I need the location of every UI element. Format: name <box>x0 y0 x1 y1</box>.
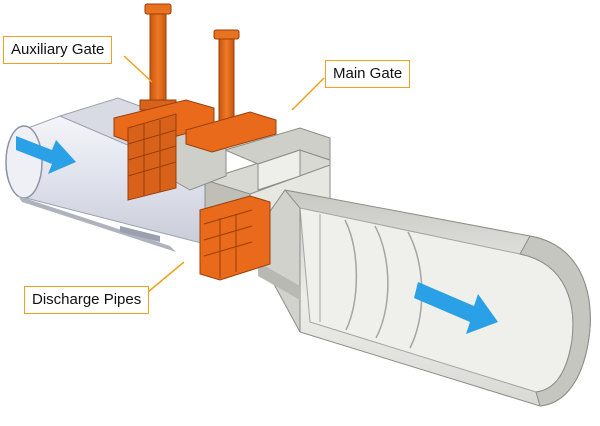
auxiliary-gate-label: Auxiliary Gate <box>3 36 113 64</box>
main-gate <box>185 29 277 281</box>
leader-lines <box>123 55 325 293</box>
flow-arrow-inlet-icon <box>16 136 76 174</box>
discharge-pipes-label: Discharge Pipes <box>24 286 150 314</box>
flow-arrow-outlet-icon <box>414 282 498 334</box>
main-gate-label: Main Gate <box>325 60 411 88</box>
auxiliary-gate <box>113 3 215 201</box>
